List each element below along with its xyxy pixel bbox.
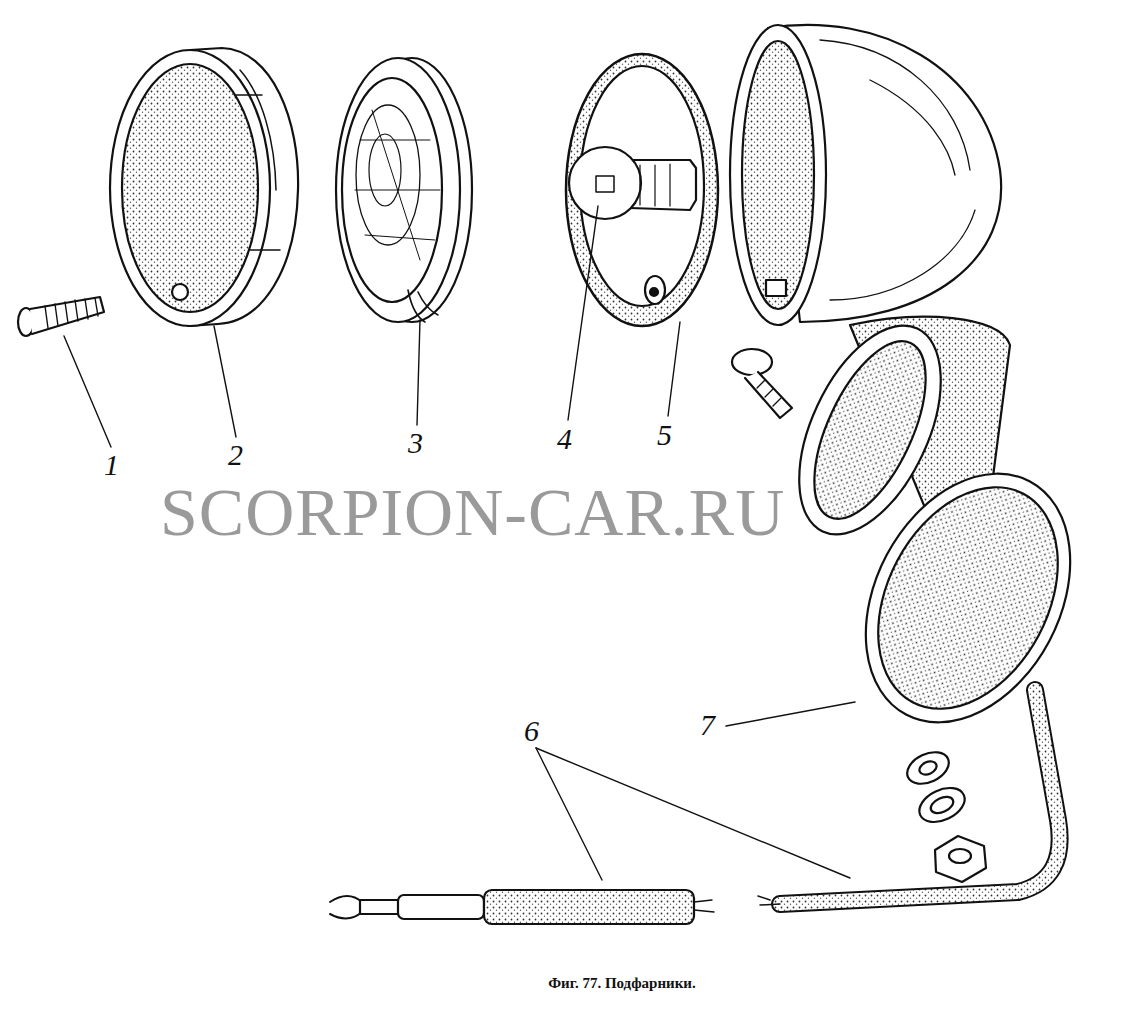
leader-line [64,206,855,880]
cable [780,690,1060,904]
screw [18,297,104,336]
callout-number: 5 [657,420,672,450]
rim-ring [110,48,298,326]
figure-caption: Фиг. 77. Подфарники. [462,976,782,991]
callout-number: 4 [557,424,572,454]
lamp-housing [730,25,1001,325]
callout-number: 6 [524,716,539,746]
bulb [569,147,696,219]
callout-number: 2 [228,440,243,470]
terminal-wire [330,890,714,924]
callout-number: 3 [408,428,423,458]
screw [732,349,792,418]
lens [336,58,472,322]
watermark: SCORPION-CAR.RU [160,478,785,546]
callout-number: 1 [104,450,119,480]
base-plate [825,438,1111,757]
gasket-ring [566,54,718,326]
cable [780,690,1060,904]
washer-nut [902,746,986,882]
callout-number: 7 [700,710,715,740]
